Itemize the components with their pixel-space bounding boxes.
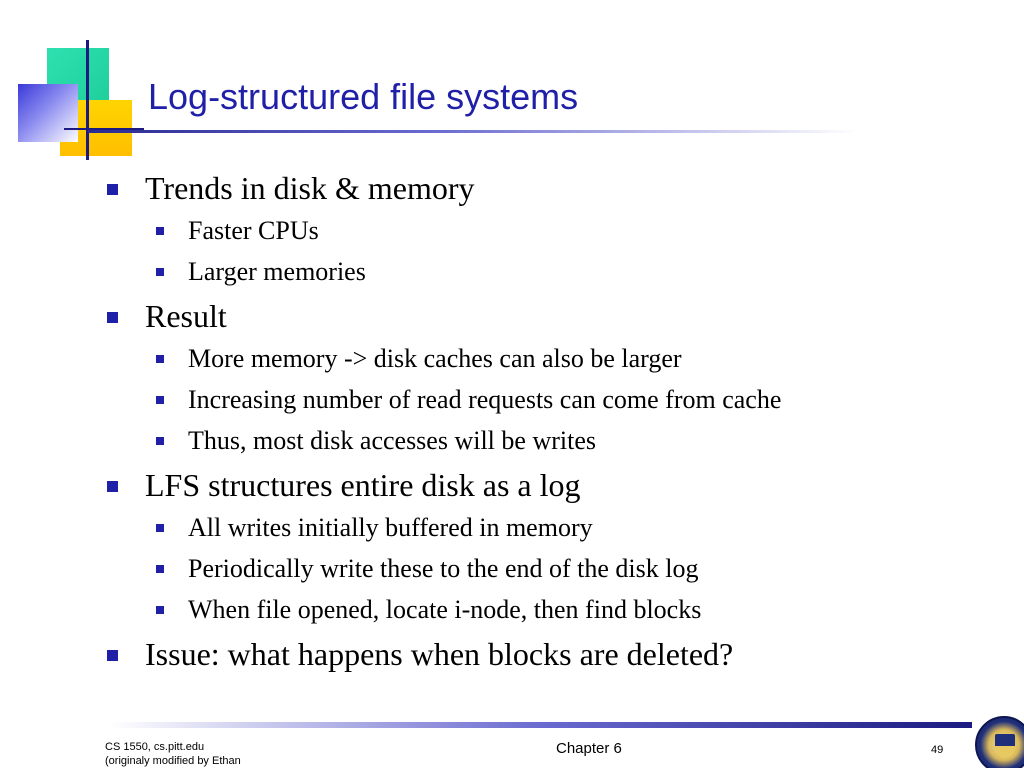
sub-bullet-text: Larger memories xyxy=(188,257,366,286)
sub-bullet-item: All writes initially buffered in memory xyxy=(105,507,985,548)
title-underline xyxy=(88,130,858,133)
sub-bullet-text: More memory -> disk caches can also be l… xyxy=(188,344,682,373)
footer-credit: CS 1550, cs.pitt.edu (originaly modified… xyxy=(105,740,241,768)
square-bullet-icon xyxy=(107,650,118,661)
sub-bullet-text: Periodically write these to the end of t… xyxy=(188,554,699,583)
university-seal-icon xyxy=(975,716,1024,768)
sub-bullet-text: All writes initially buffered in memory xyxy=(188,513,593,542)
square-bullet-icon xyxy=(156,227,164,235)
sub-bullet-item: Periodically write these to the end of t… xyxy=(105,548,985,589)
bullet-item: Issue: what happens when blocks are dele… xyxy=(105,632,985,676)
square-bullet-icon xyxy=(107,312,118,323)
square-bullet-icon xyxy=(156,355,164,363)
square-bullet-icon xyxy=(156,524,164,532)
square-bullet-icon xyxy=(156,396,164,404)
page-number: 49 xyxy=(931,744,944,756)
sub-bullet-item: Larger memories xyxy=(105,251,985,292)
square-bullet-icon xyxy=(156,565,164,573)
square-bullet-icon xyxy=(107,184,118,195)
sub-bullet-text: Faster CPUs xyxy=(188,216,319,245)
sub-bullet-text: Thus, most disk accesses will be writes xyxy=(188,426,596,455)
decor-blue-square xyxy=(18,84,78,142)
sub-bullet-item: Faster CPUs xyxy=(105,210,985,251)
bullet-text: Trends in disk & memory xyxy=(145,170,475,206)
footer-chapter: Chapter 6 xyxy=(556,740,622,757)
bullet-item: Trends in disk & memory xyxy=(105,166,985,210)
slide-title: Log-structured file systems xyxy=(148,76,579,117)
bullet-text: Issue: what happens when blocks are dele… xyxy=(145,636,734,672)
footer-rule xyxy=(110,722,972,728)
bullet-text: Result xyxy=(145,298,227,334)
sub-bullet-text: Increasing number of read requests can c… xyxy=(188,385,782,414)
decor-vertical-line xyxy=(86,40,89,160)
bullet-item: Result xyxy=(105,294,985,338)
bullet-list: Trends in disk & memory Faster CPUs Larg… xyxy=(105,166,985,676)
sub-bullet-item: When file opened, locate i-node, then fi… xyxy=(105,589,985,630)
decor-horizontal-line xyxy=(64,128,144,130)
square-bullet-icon xyxy=(156,606,164,614)
square-bullet-icon xyxy=(156,268,164,276)
sub-bullet-item: More memory -> disk caches can also be l… xyxy=(105,338,985,379)
square-bullet-icon xyxy=(107,481,118,492)
footer-credit-line1: CS 1550, cs.pitt.edu xyxy=(105,741,205,753)
bullet-text: LFS structures entire disk as a log xyxy=(145,467,581,503)
sub-bullet-item: Thus, most disk accesses will be writes xyxy=(105,420,985,461)
bullet-item: LFS structures entire disk as a log xyxy=(105,463,985,507)
sub-bullet-text: When file opened, locate i-node, then fi… xyxy=(188,595,702,624)
footer-credit-line2: (originaly modified by Ethan xyxy=(105,755,241,767)
square-bullet-icon xyxy=(156,437,164,445)
sub-bullet-item: Increasing number of read requests can c… xyxy=(105,379,985,420)
